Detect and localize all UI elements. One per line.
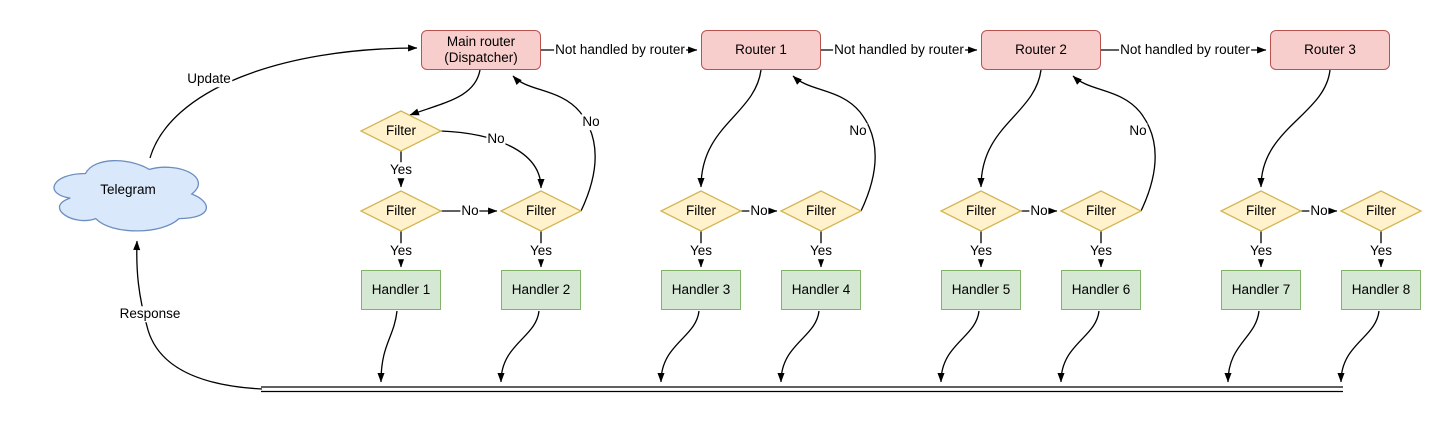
no-label: No bbox=[460, 203, 480, 219]
handler-3-node: Handler 3 bbox=[661, 270, 741, 310]
no-label: No bbox=[848, 123, 868, 139]
edge-filter-a-no bbox=[440, 130, 545, 189]
not-handled-label-3: Not handled by router bbox=[1119, 42, 1251, 58]
handler-8-node: Handler 8 bbox=[1341, 270, 1421, 310]
yes-label: Yes bbox=[388, 162, 414, 178]
filter-diamond-dispatcher-right bbox=[499, 190, 583, 232]
main-router-label-line1: Main router bbox=[446, 33, 516, 49]
filter-label: Filter bbox=[1086, 203, 1116, 219]
yes-label: Yes bbox=[1088, 243, 1114, 259]
edge-response bbox=[133, 240, 263, 390]
filter-diamond-dispatcher-top bbox=[359, 110, 443, 152]
not-handled-label-1: Not handled by router bbox=[554, 42, 686, 58]
handler-2-node: Handler 2 bbox=[501, 270, 581, 310]
handler-2-label: Handler 2 bbox=[511, 281, 571, 297]
filter-label: Filter bbox=[806, 203, 836, 219]
telegram-label: Telegram bbox=[100, 182, 156, 198]
filter-label: Filter bbox=[686, 203, 716, 219]
edge-handler1-to-bus bbox=[377, 310, 398, 383]
edge-router1-to-filter bbox=[697, 69, 762, 188]
handler-6-node: Handler 6 bbox=[1061, 270, 1141, 310]
edge-filter-c-no-return bbox=[512, 75, 596, 212]
edge-router3-to-filter bbox=[1257, 69, 1331, 188]
handler-4-node: Handler 4 bbox=[781, 270, 861, 310]
telegram-cloud bbox=[53, 159, 208, 232]
yes-label: Yes bbox=[1368, 243, 1394, 259]
yes-label: Yes bbox=[1248, 243, 1274, 259]
filter-label: Filter bbox=[386, 203, 416, 219]
no-label: No bbox=[1029, 203, 1049, 219]
edge-handler7-to-bus bbox=[1224, 310, 1260, 383]
response-edge-label: Response bbox=[118, 306, 182, 322]
edge-dispatcher-to-filter-a bbox=[409, 69, 481, 116]
filter-label: Filter bbox=[386, 123, 416, 139]
handler-4-label: Handler 4 bbox=[791, 281, 851, 297]
yes-label: Yes bbox=[808, 243, 834, 259]
no-label: No bbox=[486, 131, 506, 147]
yes-label: Yes bbox=[688, 243, 714, 259]
filter-diamond-router3-right bbox=[1339, 190, 1423, 232]
edge-handler6-to-bus bbox=[1057, 310, 1100, 383]
filter-diamond-dispatcher-left bbox=[359, 190, 443, 232]
router-3-label: Router 3 bbox=[1304, 41, 1356, 57]
router-2-label: Router 2 bbox=[1015, 41, 1067, 57]
yes-label: Yes bbox=[388, 243, 414, 259]
yes-label: Yes bbox=[968, 243, 994, 259]
update-edge-label: Update bbox=[186, 71, 232, 87]
main-router-node: Main router (Dispatcher) bbox=[421, 30, 541, 70]
edge-handler4-to-bus bbox=[777, 310, 820, 383]
router-2-node: Router 2 bbox=[981, 30, 1101, 70]
handler-3-label: Handler 3 bbox=[671, 281, 731, 297]
edge-router1-no-return bbox=[792, 75, 876, 212]
no-label: No bbox=[749, 203, 769, 219]
handler-6-label: Handler 6 bbox=[1071, 281, 1131, 297]
router-1-node: Router 1 bbox=[701, 30, 821, 70]
filter-label: Filter bbox=[1366, 203, 1396, 219]
edge-router2-to-filter bbox=[977, 69, 1042, 188]
filter-diamond-router1-left bbox=[659, 190, 743, 232]
not-handled-label-2: Not handled by router bbox=[833, 42, 965, 58]
handler-5-label: Handler 5 bbox=[951, 281, 1011, 297]
handler-8-label: Handler 8 bbox=[1351, 281, 1411, 297]
edge-handler3-to-bus bbox=[657, 310, 700, 383]
handler-5-node: Handler 5 bbox=[941, 270, 1021, 310]
filter-label: Filter bbox=[1246, 203, 1276, 219]
filter-diamond-router2-right bbox=[1059, 190, 1143, 232]
handler-7-label: Handler 7 bbox=[1231, 281, 1291, 297]
edge-router2-no-return bbox=[1072, 75, 1156, 212]
filter-label: Filter bbox=[526, 203, 556, 219]
edge-handler2-to-bus bbox=[497, 310, 540, 383]
no-label: No bbox=[1128, 123, 1148, 139]
edge-update bbox=[149, 44, 418, 159]
router-3-node: Router 3 bbox=[1270, 30, 1390, 70]
handler-1-node: Handler 1 bbox=[361, 270, 441, 310]
edge-handler5-to-bus bbox=[937, 310, 980, 383]
handler-7-node: Handler 7 bbox=[1221, 270, 1301, 310]
main-router-label-line2: (Dispatcher) bbox=[444, 50, 518, 65]
filter-diamond-router2-left bbox=[939, 190, 1023, 232]
filter-diamond-router1-right bbox=[779, 190, 863, 232]
filter-diamond-router3-left bbox=[1219, 190, 1303, 232]
router-1-label: Router 1 bbox=[735, 41, 787, 57]
edge-handler8-to-bus bbox=[1337, 310, 1380, 383]
no-label: No bbox=[581, 114, 601, 130]
handler-1-label: Handler 1 bbox=[371, 281, 431, 297]
yes-label: Yes bbox=[528, 243, 554, 259]
no-label: No bbox=[1309, 203, 1329, 219]
filter-label: Filter bbox=[966, 203, 996, 219]
